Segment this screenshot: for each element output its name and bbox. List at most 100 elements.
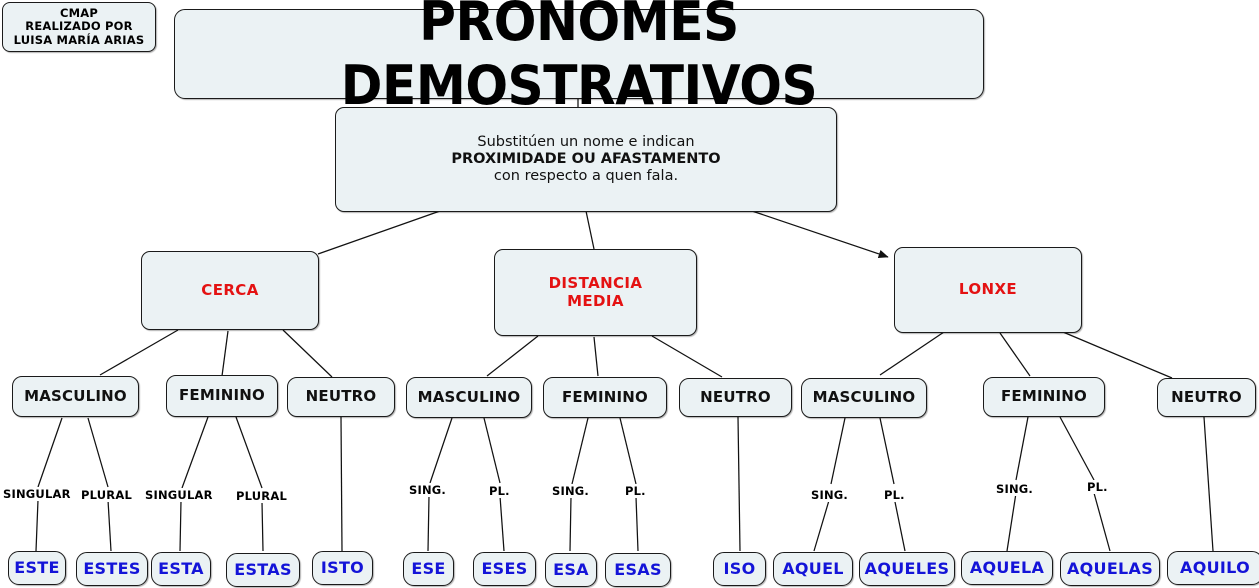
- link-lonxe-fem-sing-lower: [1006, 492, 1017, 552]
- pronoun-esta[interactable]: ESTA: [151, 552, 211, 586]
- label-cerca-fem-plural: PLURAL: [235, 489, 288, 503]
- pronoun-label: AQUELA: [969, 557, 1045, 577]
- label-dm-fem-plural: PL.: [624, 484, 647, 498]
- label-cerca-masc-singular: SINGULAR: [2, 487, 72, 501]
- pronoun-estas[interactable]: ESTAS: [226, 553, 300, 587]
- link-lonxe-fem-pl-lower: [1093, 492, 1111, 552]
- label-lonxe-masc-plural: PL.: [883, 488, 906, 502]
- credit-line-2: REALIZADO POR: [25, 19, 133, 34]
- pronoun-label: ESTAS: [234, 559, 292, 579]
- description-box: Substitúen un nome e indican PROXIMIDADE…: [335, 107, 837, 212]
- link-cerca-masc-pl-lower: [107, 499, 112, 552]
- gender-label: MASCULINO: [812, 388, 916, 407]
- pronoun-label: ESTE: [14, 557, 60, 577]
- label-cerca-fem-singular: SINGULAR: [144, 488, 214, 502]
- gender-label: MASCULINO: [417, 387, 521, 406]
- pronoun-aquela[interactable]: AQUELA: [961, 551, 1053, 585]
- link-lonxe-feminino: [999, 332, 1031, 377]
- link-dm-fem-pl-lower: [635, 496, 639, 552]
- gender-lonxe-feminino[interactable]: FEMININO: [983, 377, 1105, 417]
- pronoun-estes[interactable]: ESTES: [76, 552, 148, 586]
- pronoun-este[interactable]: ESTE: [8, 551, 66, 585]
- gender-dm-neutro[interactable]: NEUTRO: [679, 378, 792, 417]
- link-cerca-masc-pl-upper: [87, 417, 109, 488]
- label-lonxe-fem-plural: PL.: [1086, 480, 1109, 494]
- label-dm-masc-singular: SING.: [408, 483, 447, 497]
- pronoun-label: ESTA: [158, 558, 204, 578]
- gender-lonxe-neutro[interactable]: NEUTRO: [1157, 378, 1256, 417]
- description-line-2: PROXIMIDADE OU AFASTAMENTO: [451, 150, 721, 167]
- map-title-box: PRONOMES DEMOSTRATIVOS: [174, 0, 984, 117]
- link-lonxe-masc-pl-upper: [879, 417, 895, 485]
- link-cerca-fem-pl-lower: [261, 501, 264, 552]
- link-cerca-fem-pl-upper: [235, 416, 263, 489]
- description-line-3: con respecto a quen fala.: [493, 168, 679, 185]
- pronoun-label: AQUILO: [1180, 557, 1250, 577]
- link-lonxe-masc-sing-upper: [830, 417, 846, 485]
- gender-cerca-feminino[interactable]: FEMININO: [166, 375, 278, 417]
- pronoun-aquelas[interactable]: AQUELAS: [1060, 552, 1160, 586]
- label-dm-masc-plural: PL.: [488, 484, 511, 498]
- link-lonxe-fem-pl-upper: [1059, 416, 1095, 481]
- label-lonxe-masc-singular: SING.: [810, 488, 849, 502]
- pronoun-label: AQUEL: [782, 558, 844, 578]
- gender-lonxe-masculino[interactable]: MASCULINO: [801, 378, 927, 418]
- link-dm-feminino: [593, 336, 599, 377]
- link-desc-lonxe: [751, 210, 889, 259]
- pronoun-label: ESES: [481, 558, 528, 578]
- link-dm-masc-pl-upper: [483, 417, 501, 484]
- pronoun-aquilo[interactable]: AQUILO: [1167, 551, 1259, 585]
- gender-label: FEMININO: [1000, 387, 1088, 406]
- link-desc-cerca: [317, 210, 441, 255]
- gender-cerca-masculino[interactable]: MASCULINO: [12, 376, 139, 417]
- credit-line-3: LUISA MARÍA ARIAS: [13, 32, 145, 47]
- pronoun-aquel[interactable]: AQUEL: [773, 552, 853, 586]
- link-lonxe-masculino: [879, 331, 945, 376]
- category-cerca-label: CERCA: [201, 280, 259, 299]
- label-dm-fem-singular: SING.: [551, 484, 590, 498]
- link-dm-masculino: [486, 335, 539, 377]
- pronoun-label: ESE: [411, 558, 446, 578]
- category-distancia-media-label-line1: DISTANCIA: [548, 273, 643, 292]
- link-dm-masc-sing-lower: [427, 495, 430, 552]
- link-cerca-masculino: [99, 329, 179, 376]
- pronoun-ese[interactable]: ESE: [403, 552, 454, 586]
- link-cerca-fem-sing-upper: [181, 416, 209, 489]
- description-line-1: Substitúen un nome e indican: [477, 133, 695, 150]
- label-cerca-masc-plural: PLURAL: [80, 488, 133, 502]
- gender-label: FEMININO: [561, 387, 649, 406]
- pronoun-esas[interactable]: ESAS: [605, 553, 671, 587]
- category-distancia-media[interactable]: DISTANCIA MEDIA: [494, 249, 697, 336]
- pronoun-esa[interactable]: ESA: [545, 553, 597, 587]
- pronoun-eses[interactable]: ESES: [473, 552, 536, 586]
- gender-dm-feminino[interactable]: FEMININO: [543, 377, 667, 418]
- link-lonxe-fem-sing-upper: [1015, 416, 1029, 481]
- pronoun-label: ISTO: [320, 557, 365, 577]
- link-lonxe-masc-sing-lower: [813, 496, 831, 552]
- link-dm-masc-pl-lower: [499, 495, 505, 552]
- pronoun-label: ESTES: [83, 558, 141, 578]
- category-cerca[interactable]: CERCA: [141, 251, 319, 330]
- pronoun-isto[interactable]: ISTO: [312, 551, 373, 585]
- link-lonxe-neutro-aquilo: [1203, 416, 1214, 552]
- pronoun-aqueles[interactable]: AQUELES: [859, 552, 955, 586]
- link-lonxe-neutro: [1062, 331, 1173, 379]
- link-dm-fem-sing-upper: [571, 417, 589, 485]
- map-title-text: PRONOMES DEMOSTRATIVOS: [340, 0, 818, 117]
- pronoun-label: AQUELES: [864, 558, 950, 578]
- gender-label: NEUTRO: [1171, 387, 1242, 406]
- gender-dm-masculino[interactable]: MASCULINO: [406, 377, 532, 418]
- category-lonxe[interactable]: LONXE: [894, 247, 1082, 333]
- pronoun-iso[interactable]: ISO: [713, 552, 766, 586]
- pronoun-label: AQUELAS: [1066, 558, 1154, 578]
- gender-label: NEUTRO: [305, 387, 377, 406]
- link-desc-distancia: [585, 210, 595, 250]
- link-dm-neutro-iso: [737, 416, 741, 552]
- link-dm-neutro: [651, 335, 723, 378]
- link-cerca-fem-sing-lower: [179, 500, 182, 552]
- credit-line-1: CMAP: [59, 5, 98, 20]
- link-dm-fem-sing-lower: [569, 496, 572, 552]
- gender-label: NEUTRO: [700, 387, 771, 406]
- gender-cerca-neutro[interactable]: NEUTRO: [287, 377, 395, 417]
